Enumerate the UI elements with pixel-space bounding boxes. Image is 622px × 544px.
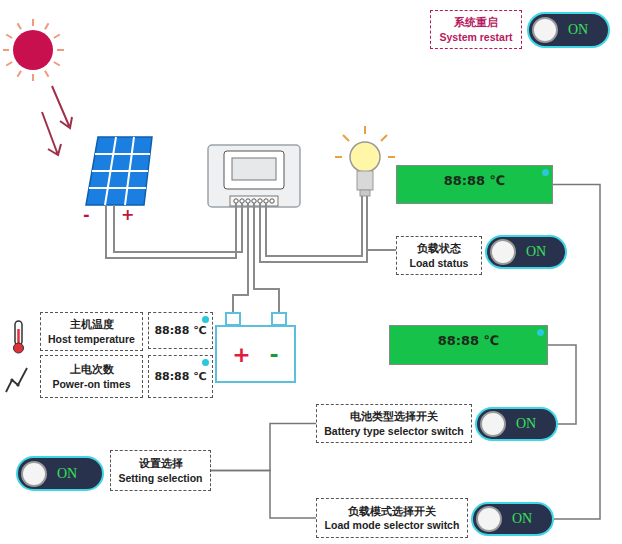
value-box: 88:88 ℃ [148,355,213,398]
node-text: Power-on times [52,377,130,391]
terminal [270,199,274,203]
battery: +- [215,325,296,383]
lcd-display: 88:88 ℃ [389,325,548,365]
indicator-dot [537,329,544,336]
polarity-sign: + [232,342,250,367]
switch-state: ON [568,22,588,38]
node-text: 上电次数 [70,362,114,376]
toggle-knob [480,411,506,437]
node-text: 电池类型选择开关 [350,409,438,423]
solar-panel [86,137,152,205]
polarity-sign: - [269,342,278,367]
terminal [240,199,244,203]
terminal [246,199,250,203]
node-text: 系统重启 [454,15,498,29]
toggle-switch: ON [16,456,104,491]
label-box: 电池类型选择开关Battery type selector switch [316,404,472,443]
wire [367,249,396,251]
wires [106,196,396,313]
toggle-knob [490,239,516,265]
terminal [252,199,256,203]
toggle-knob [532,17,558,43]
wire [266,196,362,256]
node-text: System restart [440,30,513,44]
light-arrow [52,86,72,128]
label-box: 负载模式选择开关Load mode selector switch [316,498,468,538]
lcd-display: 88:88 ℃ [396,165,553,204]
switch-state: ON [57,466,77,482]
toggle-switch: ON [485,235,567,269]
toggle-knob [21,461,47,487]
toggle-switch: ON [475,407,558,441]
node-text: 负载模式选择开关 [348,504,436,518]
node-text: 88:88 ℃ [438,333,500,348]
controller-screen [232,158,276,180]
indicator-dot [542,169,549,176]
light-bulb [350,142,380,172]
battery-terminal [272,313,286,325]
wire [114,203,242,252]
terminal [234,199,238,203]
toggle-knob [476,506,502,532]
terminal [258,199,262,203]
controller-body [208,145,300,207]
connector-line [211,424,316,471]
node-text: 主机温度 [70,317,114,331]
battery-terminal [226,313,240,325]
label-box: 设置选择Setting selection [110,450,211,491]
node-text: Host temperature [48,332,135,346]
bulb-base [357,171,373,190]
switch-state: ON [512,511,532,527]
solar-panel-grid [89,137,150,205]
indicator-dot [202,316,209,323]
node-text: 88:88 ℃ [444,173,506,188]
sun-rays [3,19,64,81]
node-text: 设置选择 [139,456,183,470]
wire [260,196,367,262]
toggle-switch: ON [527,12,610,48]
thermometer-bulb [14,343,24,353]
terminal [264,199,268,203]
connector-line [211,471,316,519]
wire [233,203,248,313]
node-text: Setting selection [118,471,202,485]
polarity-label: - [83,207,90,223]
chart-icon-point [10,378,13,381]
label-box: 负载状态Load status [396,236,482,275]
node-text: 88:88 ℃ [154,370,206,383]
polarity-label: + [121,207,134,223]
node-text: 88:88 ℃ [154,324,206,337]
terminals [234,199,274,203]
thermometer-icon [15,321,22,345]
indicator-dot [202,359,209,366]
node-text: 负载状态 [417,241,461,255]
label-box: 上电次数Power-on times [40,355,143,398]
node-text: Battery type selector switch [324,424,463,438]
controller-panel [224,151,284,189]
wire [106,203,236,258]
node-text: Load mode selector switch [325,518,460,532]
restart-box: 系统重启System restart [430,10,522,49]
chart-icon [6,368,27,392]
switch-state: ON [516,416,536,432]
label-box: 主机温度Host temperature [40,312,143,351]
bulb-tip [360,190,370,196]
sun [13,30,53,70]
toggle-switch: ON [471,502,554,536]
switch-state: ON [526,244,546,260]
value-box: 88:88 ℃ [148,312,213,349]
light-arrow [42,112,61,155]
node-text: Load status [410,256,469,270]
chart-icon-point [16,383,19,386]
